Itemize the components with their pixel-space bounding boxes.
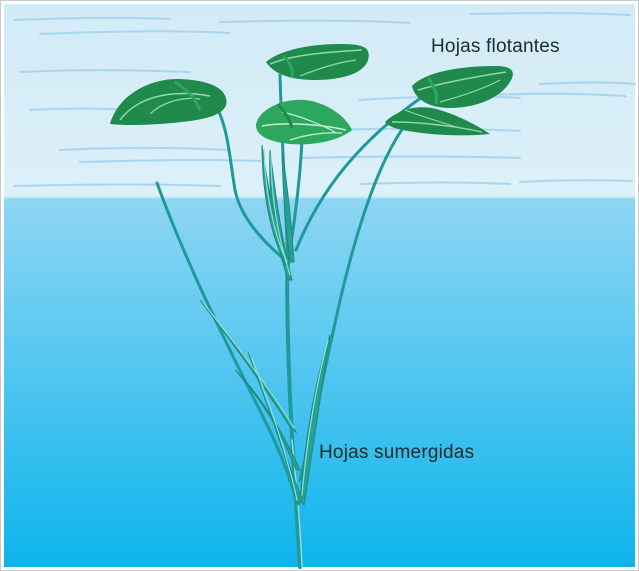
submerged-leaves-label: Hojas sumergidas (319, 442, 474, 464)
air-region (4, 4, 635, 199)
floating-leaves-label: Hojas flotantes (431, 36, 560, 58)
